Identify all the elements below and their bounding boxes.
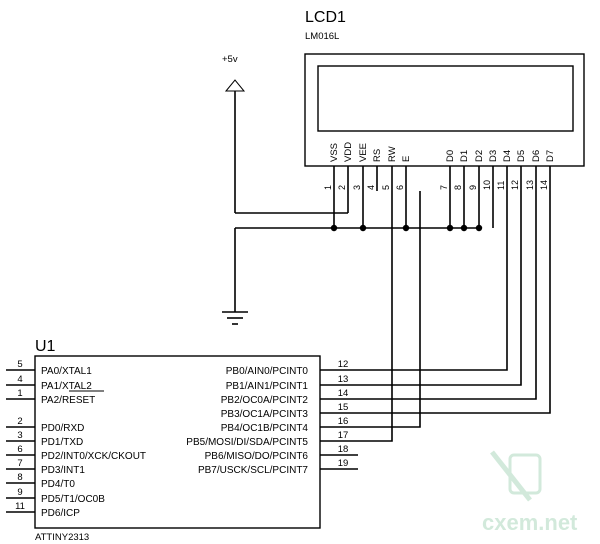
mcu-right-pin-name: PB3/OC1A/PCINT3 bbox=[221, 409, 309, 420]
watermark-text: cxem.net bbox=[482, 510, 578, 535]
mcu-left-pin-number: 1 bbox=[17, 388, 22, 399]
lcd-pin-label-vdd: VDD bbox=[343, 142, 354, 162]
mcu-left-pin-name: PD0/RXD bbox=[41, 423, 84, 434]
watermark-logo: cxem.net bbox=[482, 450, 578, 535]
mcu-left-pin-name: PD2/INT0/XCK/CKOUT bbox=[41, 451, 146, 462]
mcu-left-pin-name: PD3/INT1 bbox=[41, 465, 85, 476]
mcu-right-pin-name: PB2/OC0A/PCINT2 bbox=[221, 395, 309, 406]
power-label: +5v bbox=[222, 54, 238, 65]
wire-pb1-d5 bbox=[358, 191, 522, 386]
lcd-pin-number-3: 3 bbox=[352, 185, 362, 190]
mcu-ref-label: U1 bbox=[35, 338, 56, 355]
lcd-pin-label-d6: D6 bbox=[531, 150, 542, 162]
power-arrow-icon bbox=[224, 79, 246, 92]
mcu-left-pin-number: 11 bbox=[15, 501, 25, 512]
mcu-right-pin-number: 17 bbox=[338, 430, 349, 441]
lcd-pin-number-10: 10 bbox=[482, 180, 492, 190]
lcd-pin-label-vee: VEE bbox=[358, 143, 369, 162]
mcu-right-pin-number: 15 bbox=[338, 402, 349, 413]
ground-icon bbox=[222, 311, 248, 325]
wire-pb3-d7 bbox=[358, 191, 551, 414]
lcd-pin-number-2: 2 bbox=[337, 185, 347, 190]
lcd-pin-label-rw: RW bbox=[387, 146, 398, 162]
wire-pb0-d4 bbox=[358, 191, 508, 371]
lcd-pin-label-d0: D0 bbox=[445, 150, 456, 162]
lcd-pin-label-d4: D4 bbox=[502, 150, 513, 162]
lcd-pin-number-9: 9 bbox=[468, 185, 478, 190]
lcd-pin-number-13: 13 bbox=[525, 180, 535, 190]
wire-pb4-e bbox=[358, 191, 421, 428]
lcd-pin-label-d1: D1 bbox=[459, 150, 470, 162]
mcu-model-label: ATTINY2313 bbox=[35, 532, 89, 543]
lcd-pin-label-rs: RS bbox=[372, 149, 383, 162]
lcd-ref-label: LCD1 bbox=[305, 9, 346, 26]
mcu-left-pin-number: 2 bbox=[17, 416, 22, 427]
mcu-body bbox=[34, 355, 321, 529]
signal-wires bbox=[358, 191, 551, 442]
lcd-pin-number-5: 5 bbox=[381, 185, 391, 190]
mcu-left-pin-name: PD1/TXD bbox=[41, 437, 83, 448]
mcu-right-pin-name: PB6/MISO/DO/PCINT6 bbox=[205, 451, 309, 462]
mcu-right-pin-name: PB4/OC1B/PCINT4 bbox=[221, 423, 309, 434]
lcd-pin-number-6: 6 bbox=[395, 185, 405, 190]
lcd-pin-number-14: 14 bbox=[539, 180, 549, 190]
lcd-screen bbox=[317, 65, 574, 132]
lcd-pin-number-8: 8 bbox=[453, 185, 463, 190]
lcd-pin-number-7: 7 bbox=[439, 185, 449, 190]
wire-pb5-rs bbox=[358, 191, 393, 442]
junction-dots bbox=[330, 224, 483, 232]
mcu-right-pin-number: 14 bbox=[338, 388, 349, 399]
mcu-left-pin-number: 6 bbox=[17, 444, 22, 455]
lcd-pin-label-e: E bbox=[401, 156, 412, 162]
lcd-pin-label-vss: VSS bbox=[329, 143, 340, 162]
lcd-pin-number-12: 12 bbox=[510, 180, 520, 190]
lcd-pin-number-1: 1 bbox=[323, 185, 333, 190]
mcu-right-pin-number: 18 bbox=[338, 444, 349, 455]
lcd-pin-label-d5: D5 bbox=[516, 150, 527, 162]
mcu-right-pin-name: PB7/USCK/SCL/PCINT7 bbox=[198, 465, 308, 476]
lcd-body bbox=[304, 53, 585, 167]
mcu-left-pin-name: PA0/XTAL1 bbox=[41, 366, 92, 377]
lcd-pin-leads bbox=[333, 166, 551, 191]
mcu-left-pin-name: PD6/ICP bbox=[41, 508, 80, 519]
mcu-right-pin-number: 16 bbox=[338, 416, 349, 427]
mcu-left-pin-name: PA2/RESET bbox=[41, 395, 95, 406]
mcu-right-pin-number: 13 bbox=[338, 374, 349, 385]
mcu-right-pin-number: 12 bbox=[338, 359, 349, 370]
lcd-pin-label-d3: D3 bbox=[488, 150, 499, 162]
mcu-right-pin-name: PB1/AIN1/PCINT1 bbox=[226, 381, 309, 392]
mcu-right-pin-name: PB0/AIN0/PCINT0 bbox=[226, 366, 309, 377]
mcu-left-pin-number: 3 bbox=[17, 430, 22, 441]
mcu-left-pin-number: 4 bbox=[17, 374, 22, 385]
mcu-left-pin-name: PA1/XTAL2 bbox=[41, 381, 92, 392]
lcd-pin-label-d7: D7 bbox=[545, 150, 556, 162]
lcd-model-label: LM016L bbox=[305, 31, 339, 42]
mcu-left-pin-number: 5 bbox=[17, 359, 22, 370]
mcu-right-pin-number: 19 bbox=[338, 458, 349, 469]
mcu-left-pin-number: 8 bbox=[17, 472, 22, 483]
mcu-left-pin-number: 9 bbox=[17, 487, 22, 498]
lcd-pin-number-4: 4 bbox=[366, 185, 376, 190]
mcu-left-pin-number: 7 bbox=[17, 458, 22, 469]
mcu-left-pin-name: PD4/T0 bbox=[41, 479, 75, 490]
mcu-left-pin-name: PD5/T1/OC0B bbox=[41, 494, 105, 505]
lcd-pin-number-11: 11 bbox=[496, 181, 506, 190]
mcu-right-pin-name: PB5/MOSI/DI/SDA/PCINT5 bbox=[186, 437, 308, 448]
lcd-pin-label-d2: D2 bbox=[474, 150, 485, 162]
wire-pb2-d6 bbox=[358, 191, 537, 400]
